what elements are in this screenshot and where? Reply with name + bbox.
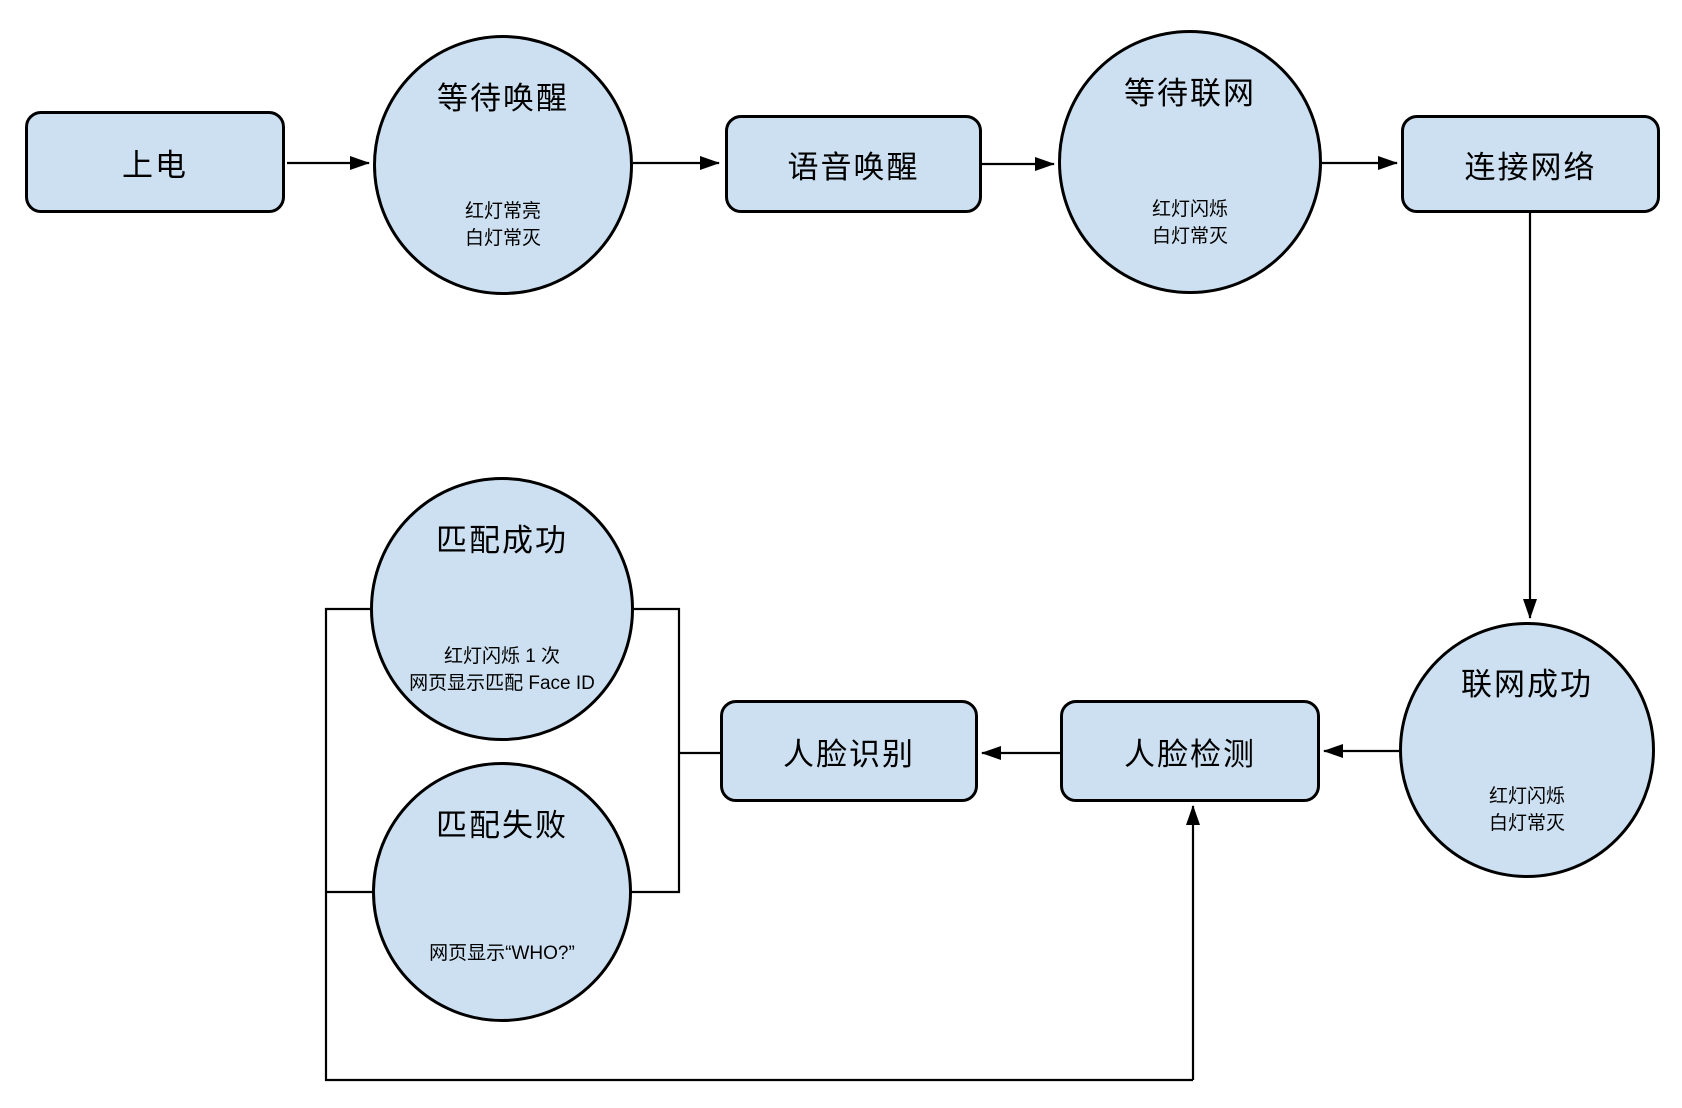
line-loop-bottom: [324, 607, 1193, 1082]
node-voice-wake: 语音唤醒: [725, 115, 982, 213]
node-subtext: 红灯常亮 白灯常灭: [376, 198, 630, 252]
node-label: 联网成功: [1461, 667, 1593, 702]
node-label: 语音唤醒: [787, 149, 920, 185]
node-subtext-line: 红灯闪烁 1 次: [443, 645, 561, 667]
node-label: 等待联网: [1124, 76, 1256, 112]
line-bracket-match-right: [631, 607, 681, 894]
node-label: 等待唤醒: [437, 80, 569, 116]
node-subtext: 红灯闪烁 白灯常灭: [1402, 783, 1652, 837]
node-subtext: 网页显示“WHO?”: [375, 940, 629, 967]
node-subtext-line: 白灯常灭: [1151, 225, 1228, 247]
node-face-recognize: 人脸识别: [720, 700, 978, 802]
node-subtext-line: 网页显示“WHO?”: [429, 943, 575, 965]
node-wait-network: 等待联网 红灯闪烁 白灯常灭: [1058, 30, 1322, 294]
node-subtext: 红灯闪烁 1 次 网页显示匹配 Face ID: [373, 643, 631, 697]
node-subtext-line: 白灯常灭: [1488, 812, 1565, 834]
node-network-success: 联网成功 红灯闪烁 白灯常灭: [1399, 622, 1655, 878]
node-label: 人脸识别: [783, 736, 915, 772]
node-face-detect: 人脸检测: [1060, 700, 1320, 802]
node-subtext-line: 白灯常灭: [464, 228, 541, 250]
node-subtext: 红灯闪烁 白灯常灭: [1061, 196, 1319, 250]
node-label: 匹配失败: [436, 807, 568, 843]
node-label: 上电: [122, 147, 188, 183]
node-label: 匹配成功: [436, 523, 568, 559]
node-label: 连接网络: [1464, 149, 1597, 185]
node-power-on: 上电: [25, 111, 285, 213]
node-wait-wake: 等待唤醒 红灯常亮 白灯常灭: [373, 35, 633, 295]
node-subtext-line: 红灯闪烁: [1151, 198, 1228, 220]
node-label: 人脸检测: [1124, 736, 1256, 772]
node-match-success: 匹配成功 红灯闪烁 1 次 网页显示匹配 Face ID: [370, 477, 634, 741]
node-match-fail: 匹配失败 网页显示“WHO?”: [372, 762, 632, 1022]
node-subtext-line: 网页显示匹配 Face ID: [409, 672, 595, 694]
node-subtext-line: 红灯闪烁: [1488, 785, 1565, 807]
node-subtext-line: 红灯常亮: [464, 201, 541, 223]
node-connect-network: 连接网络: [1401, 115, 1660, 213]
